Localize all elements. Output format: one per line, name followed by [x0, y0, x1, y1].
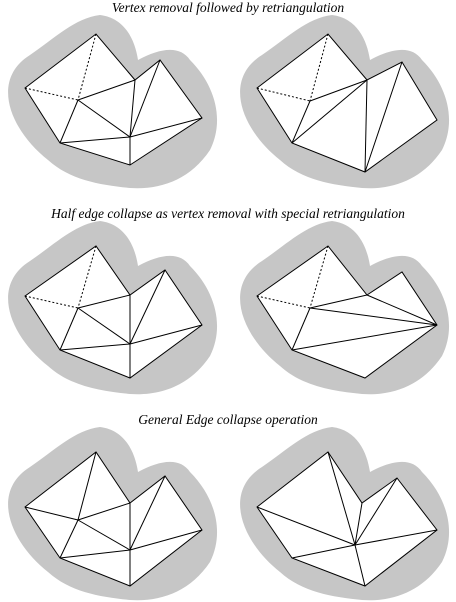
removed-edges [24, 33, 97, 101]
mesh-edges [24, 451, 203, 586]
mesh-edges [256, 451, 438, 587]
caption-half-edge-collapse: Half edge collapse as vertex removal wit… [51, 206, 405, 221]
mesh-boundary [24, 451, 203, 587]
mesh-edges [59, 59, 203, 165]
caption-edge-collapse: General Edge collapse operation [138, 412, 318, 427]
removed-edges [256, 245, 329, 309]
mesh-after-vertex-removal [240, 15, 450, 189]
mesh-after-edge-collapse [240, 427, 450, 601]
mesh-boundary [256, 33, 438, 173]
mesh-edges [59, 269, 203, 378]
removed-edges [24, 245, 97, 309]
mesh-before-half-edge-collapse [8, 221, 218, 395]
mesh-boundary [24, 245, 203, 379]
mesh-edges [291, 61, 403, 173]
removed-edges [256, 33, 329, 102]
mesh-before-vertex-removal [8, 15, 218, 189]
mesh-boundary [256, 245, 438, 379]
mesh-before-edge-collapse [8, 427, 218, 601]
caption-vertex-removal: Vertex removal followed by retriangulati… [111, 0, 345, 15]
mesh-after-half-edge-collapse [240, 221, 450, 395]
mesh-edges [291, 294, 438, 351]
